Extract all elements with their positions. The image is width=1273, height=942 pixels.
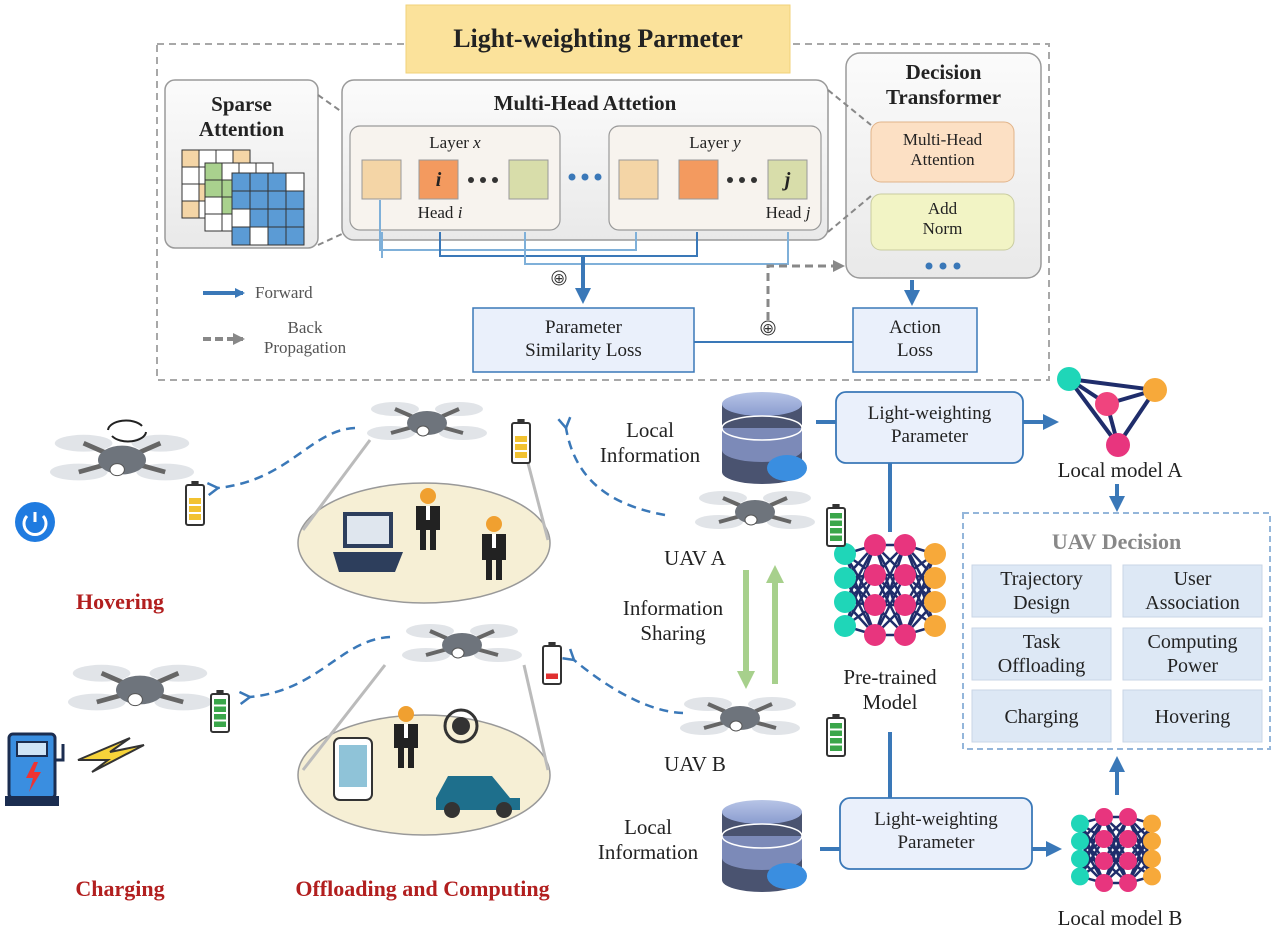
sparse-matrix-icon [181,149,305,246]
decision-item-box [971,564,1112,618]
plus-circle-1 [551,270,567,286]
ellipsis-dots-3 [727,177,757,183]
drone-offload-bottom [402,624,522,662]
title-banner [405,4,791,74]
layer-y-label: Layer y [689,133,741,152]
charging-station-icon [5,732,65,806]
cell-i-label: i [435,169,442,191]
hovering-label: Hovering [76,589,164,614]
head-cell-1 [361,159,402,200]
battery-charging [210,690,230,733]
person-icon-3 [394,706,418,768]
laptop-icon [333,512,403,572]
battery-hovering [185,481,205,526]
drone-uav-a [695,491,815,529]
dt-ellipsis [925,262,961,270]
drone-hovering [50,434,194,481]
param-similarity-loss-box [472,307,695,373]
ellipsis-dots-2 [568,173,602,181]
decision-item-label: Hovering [1154,706,1231,728]
plus-circle-1-symbol: ⊕ [553,271,565,287]
offloading-label: Offloading and Computing [295,876,550,901]
local-model-a-icon [1057,367,1167,457]
flight-paths [218,428,684,715]
head-i-label: Head i [417,203,463,222]
lightning-icon [77,737,145,773]
mha-title: Multi-Head Attetion [493,91,677,115]
decision-item-label: Charging [1004,706,1079,728]
charging-label: Charging [75,876,165,901]
legend-forward-label: Forward [255,283,313,302]
decision-item-box [1122,627,1263,681]
head-cell-i [418,159,459,200]
local-model-b-label: Local model B [1057,906,1183,930]
uav-b-label: UAV B [664,752,726,776]
head-cell-j [767,159,808,200]
action-loss-box [852,307,978,373]
plus-circle-2-symbol: ⊕ [762,321,774,337]
local-model-a-label: Local model A [1057,458,1183,482]
local-model-b-icon [1071,808,1161,892]
lw-param-box-b [839,797,1033,870]
backprop-arrow [766,260,845,320]
smartphone-icon [333,737,373,801]
decision-item-box [971,689,1112,743]
uav-decision-frame [962,512,1271,750]
decision-item-box [971,627,1112,681]
person-icon-2 [482,516,506,580]
cell-j-label: j [784,169,791,191]
battery-offload-bottom [542,642,562,685]
head-j-label: Head j [765,203,811,222]
car-icon [436,776,520,818]
decision-item-box [1122,564,1263,618]
uav-a-label: UAV A [664,546,726,570]
database-icon-b [721,800,807,892]
battery-offload-top [511,419,531,464]
uav-decision-title: UAV Decision [1051,529,1182,554]
sensor-icon [443,708,479,744]
title: Light-weighting Parmeter [453,24,743,53]
database-icon-a [721,392,807,484]
dt-mha-box [870,121,1015,183]
head-cell-5 [678,159,719,200]
decision-item-box [1122,689,1263,743]
battery-uav-b [826,714,846,757]
power-icon [15,502,55,542]
dt-add-norm-box [870,193,1015,251]
pretrained-model-icon [834,534,946,646]
layer-x-label: Layer x [429,133,481,152]
aggregation-lines [379,200,789,265]
rotate-icon [107,419,147,443]
plus-circle-2 [760,320,776,336]
drone-charging [68,664,212,711]
head-cell-3 [508,159,549,200]
person-icon-1 [416,488,440,550]
drone-uav-b [680,697,800,735]
battery-uav-a [826,504,846,547]
drone-offload-top [367,402,487,440]
head-cell-4 [618,159,659,200]
lw-param-box-a [835,391,1024,464]
ellipsis-dots-1 [468,177,498,183]
